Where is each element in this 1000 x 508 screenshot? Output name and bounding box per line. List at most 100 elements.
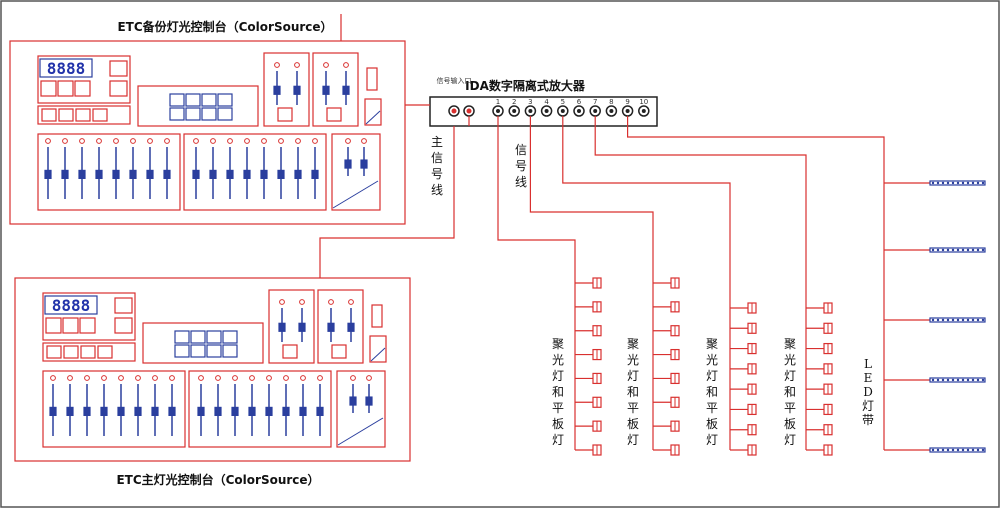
fixture-group-label-2-char: 灯 xyxy=(627,369,639,383)
led-strip-dot xyxy=(981,181,985,185)
fader-knob xyxy=(112,169,120,179)
backup-main-fader xyxy=(163,138,171,199)
led-strip-dot xyxy=(936,448,940,452)
led-strip-dot xyxy=(956,448,960,452)
led-strip-dot xyxy=(966,248,970,252)
main-key xyxy=(45,317,62,334)
fader-knob xyxy=(117,406,125,416)
backup-power-switch xyxy=(366,67,378,91)
led-strip-dot xyxy=(936,378,940,382)
backup-display-digits: 8888 xyxy=(47,59,86,78)
main-signal-label-char: 主 xyxy=(431,135,443,149)
main-key xyxy=(114,317,133,334)
amp-port-number: 5 xyxy=(561,98,565,106)
fader-knob xyxy=(349,396,357,406)
fader-indicator-led xyxy=(317,375,323,381)
wire-output-5 xyxy=(562,116,731,450)
main-key xyxy=(62,317,79,334)
fader-knob xyxy=(360,159,368,169)
led-strip-dot xyxy=(956,181,960,185)
amp-input-port xyxy=(463,105,475,117)
main-key xyxy=(114,297,133,314)
amp-output-port: 1 xyxy=(492,98,504,117)
fixture-group-label-1-char: 灯 xyxy=(552,369,564,383)
fader-indicator-led xyxy=(279,299,285,305)
led-strip-dot xyxy=(936,318,940,322)
backup-sub-fader xyxy=(226,138,234,199)
main-aux-fader xyxy=(349,375,357,413)
main-main-fader xyxy=(83,375,91,436)
backup-key xyxy=(40,80,57,97)
led-strip-dot xyxy=(971,181,975,185)
main-upper-fader-block xyxy=(317,289,364,364)
backup-console-title: ETC备份灯光控制台（ColorSource） xyxy=(117,19,332,34)
fader-knob xyxy=(100,406,108,416)
backup-soft-key-row xyxy=(37,105,131,125)
fader-knob xyxy=(298,322,306,332)
backup-side-panel xyxy=(364,98,382,126)
amp-port-number: 3 xyxy=(528,98,532,106)
led-strip-dot xyxy=(951,181,955,185)
main-display-digits: 8888 xyxy=(52,296,91,315)
main-keypad-key xyxy=(206,330,222,344)
led-strip-dot xyxy=(941,448,945,452)
fixture-group-label-4-char: 平 xyxy=(784,401,796,415)
fader-knob xyxy=(293,85,301,95)
fader-knob xyxy=(83,406,91,416)
amp-port-number: 9 xyxy=(625,98,629,106)
amplifier-title: IDA数字隔离式放大器 xyxy=(465,78,586,93)
led-strip-dot xyxy=(971,448,975,452)
led-strip-dot xyxy=(951,248,955,252)
fixture-lamp xyxy=(670,444,680,456)
led-strip-dot xyxy=(931,318,935,322)
backup-display-block: 8888 xyxy=(37,55,131,104)
led-strip xyxy=(884,317,986,323)
main-display-window xyxy=(44,295,98,315)
fixture-group-label-3-char: 光 xyxy=(706,353,718,367)
fader-knob xyxy=(197,406,205,416)
fader-indicator-led xyxy=(210,138,216,144)
main-main-fader xyxy=(151,375,159,436)
led-strip-dot xyxy=(966,378,970,382)
backup-keypad-key xyxy=(217,107,233,121)
fixture-lamp xyxy=(592,325,602,337)
led-strips xyxy=(884,180,986,453)
fixture-group-label-3-char: 平 xyxy=(706,401,718,415)
backup-main-fader xyxy=(129,138,137,199)
fixture-group-label-1-char: 平 xyxy=(552,401,564,415)
fader-knob xyxy=(214,406,222,416)
main-aux-slash xyxy=(337,417,384,446)
signal-label: 信号线 xyxy=(515,143,527,189)
fixture-group-label-4-char: 灯 xyxy=(784,433,796,447)
fader-knob xyxy=(129,169,137,179)
led-strip-dot xyxy=(951,448,955,452)
led-strip-label-char: 灯 xyxy=(862,399,874,413)
led-strip-label-char: 带 xyxy=(862,413,874,427)
main-signal-label-char: 号 xyxy=(431,167,443,181)
fixture-group-label-1-char: 和 xyxy=(552,385,564,399)
fader-indicator-led xyxy=(84,375,90,381)
led-strip-dot xyxy=(941,248,945,252)
fixtures xyxy=(575,277,833,456)
amp-output-port-pin xyxy=(625,109,630,113)
fader-indicator-led xyxy=(198,375,204,381)
backup-key xyxy=(57,80,74,97)
fixture-lamp xyxy=(670,420,680,432)
amp-port-number: 1 xyxy=(496,98,500,106)
fixture-group-label-4-char: 和 xyxy=(784,385,796,399)
main-soft-key xyxy=(80,345,96,359)
backup-sub-fader xyxy=(260,138,268,199)
fader-indicator-led xyxy=(261,138,267,144)
fader-indicator-led xyxy=(147,138,153,144)
led-strip xyxy=(884,247,986,253)
backup-main-fader xyxy=(78,138,86,199)
fixture-group-label-4-char: 光 xyxy=(784,353,796,367)
fader-knob xyxy=(95,169,103,179)
fader-knob xyxy=(365,396,373,406)
led-strip-label-char: E xyxy=(864,371,873,385)
fixture-group-label-2-char: 平 xyxy=(627,401,639,415)
fixture-lamp xyxy=(670,301,680,313)
